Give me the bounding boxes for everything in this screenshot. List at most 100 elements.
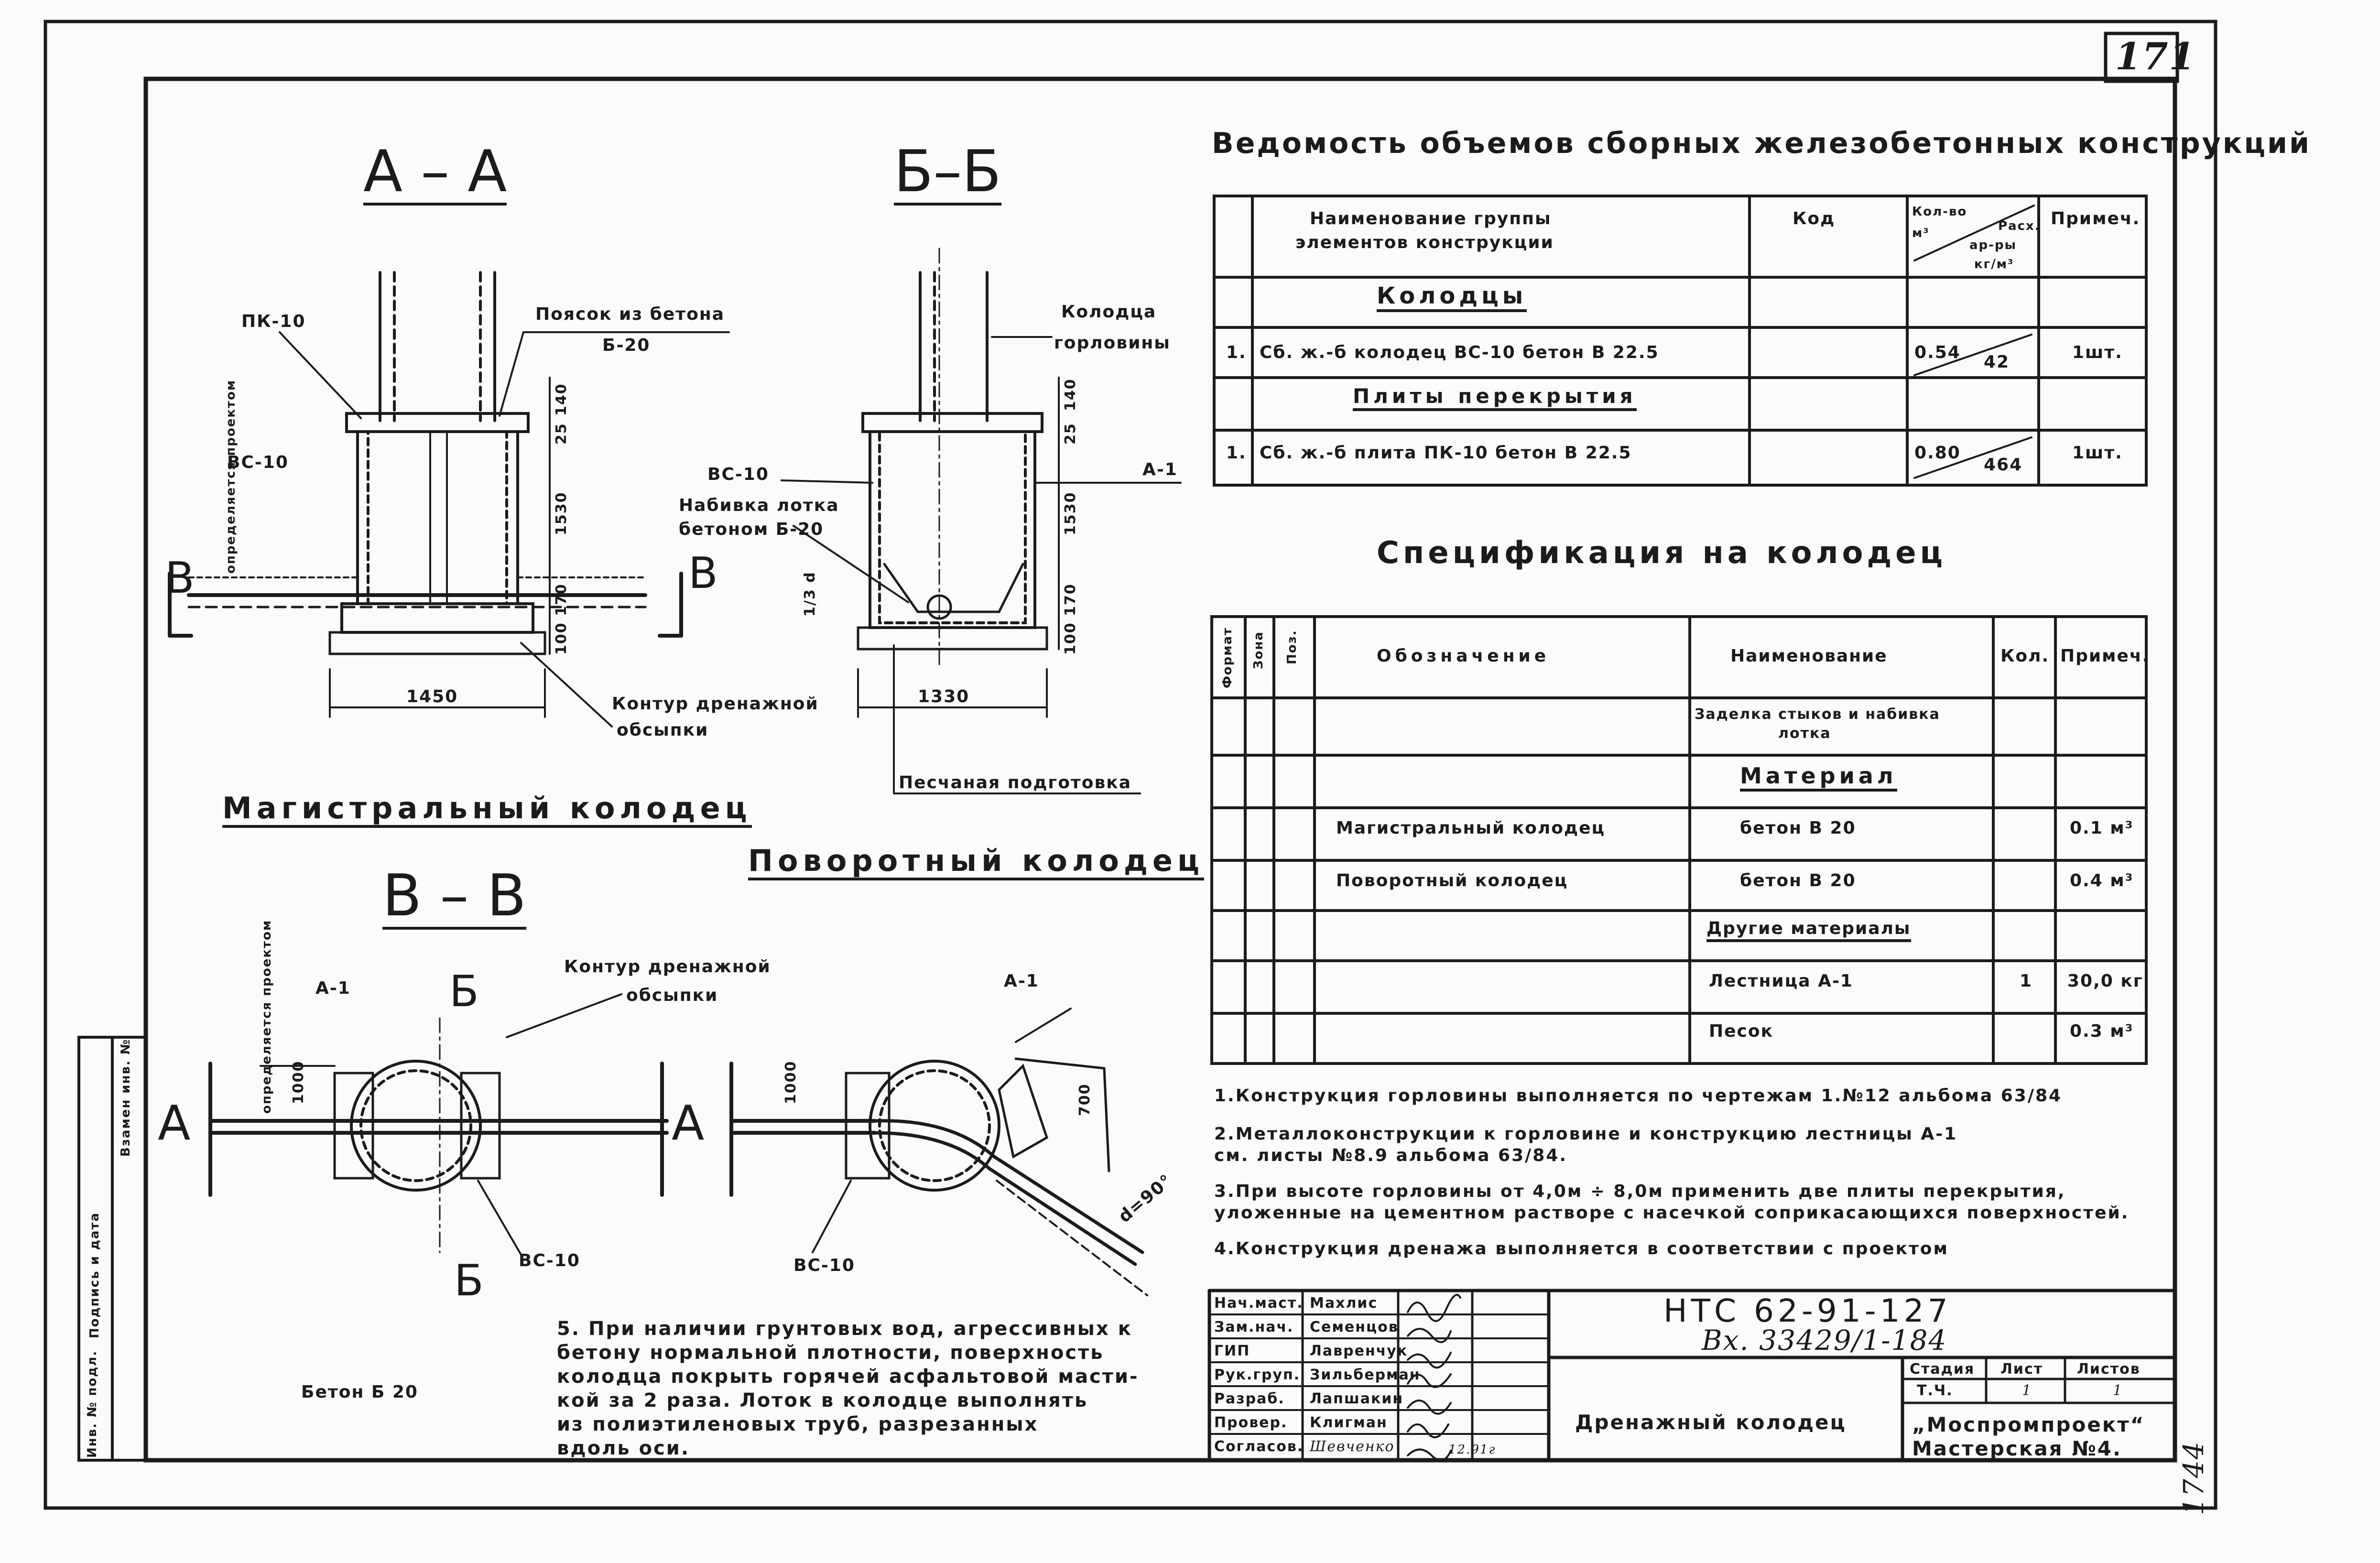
vol-row-1-note: 1шт.: [2072, 343, 2123, 362]
tb-inventory-code: Вх. 33429/1-184: [1702, 1324, 1947, 1357]
label-vs10-aa: ВС-10: [227, 453, 289, 472]
tb-name-5: Лапшакин: [1310, 1390, 1404, 1407]
label-project-defined-vv: определяется проектом: [260, 919, 274, 1114]
inner-frame: [143, 76, 2177, 1463]
dim-1530-bb: 1530: [1062, 491, 1079, 536]
tb-name-4: Зильберман: [1310, 1367, 1421, 1383]
tb-role-5: Разраб.: [1214, 1390, 1285, 1407]
section-arrow-v-left: В: [165, 553, 195, 603]
label-tray-fill: Набивка лотка: [679, 496, 839, 515]
label-drain-contour-vv-2: обсыпки: [626, 986, 718, 1005]
note-5-line-4: кой за 2 раза. Лоток в колодце выполнять: [557, 1389, 1088, 1411]
spec-col-note: Примеч.: [2060, 646, 2150, 666]
section-vv-drawing: [208, 993, 669, 1256]
label-vs10-turn: ВС-10: [793, 1256, 855, 1275]
tb-workshop: Мастерская №4.: [1912, 1437, 2122, 1460]
spec-r3-note: 0.1 м³: [2070, 818, 2134, 838]
dim-25-aa: 25: [553, 423, 570, 445]
tb-stage-label: Стадия: [1910, 1361, 1975, 1378]
tb-drawing-name: Дренажный колодец: [1575, 1411, 1847, 1434]
label-project-defined-aa: определяется проектом: [224, 379, 238, 574]
spec-r6-note: 30,0 кг: [2067, 971, 2143, 991]
section-title-bb: Б–Б: [894, 139, 1001, 206]
tb-sign-date: 12.91г: [1448, 1443, 1496, 1457]
tb-role-1: Нач.маст.: [1214, 1295, 1304, 1312]
dim-100-170-aa: 100 170: [553, 583, 570, 655]
tb-sheet-label: Лист: [2000, 1361, 2043, 1378]
vol-header-note: Примеч.: [2051, 209, 2141, 228]
note-2-line-2: см. листы №8.9 альбома 63/84.: [1214, 1146, 1568, 1165]
spec-col-name: Наименование: [1730, 646, 1888, 666]
vol-header-qty-1: Кол-во: [1912, 205, 1967, 219]
turn-well-plan-drawing: [729, 1008, 1148, 1296]
section-arrow-a-right: А: [672, 1095, 705, 1151]
spec-r4-note: 0.4 м³: [2070, 871, 2134, 890]
label-neck-well: Колодца: [1061, 302, 1157, 322]
section-title-aa: А – А: [363, 139, 507, 206]
dim-1000-turn: 1000: [782, 1060, 799, 1105]
tb-role-6: Провер.: [1214, 1414, 1288, 1431]
archive-number: 1744: [2177, 1441, 2210, 1515]
tb-sheets-label: Листов: [2077, 1361, 2141, 1378]
dim-140-bb: 140: [1062, 378, 1079, 411]
turn-well-title: Поворотный колодец: [748, 846, 1204, 880]
spec-col-format: Формат: [1220, 627, 1235, 688]
vol-row-2-note: 1шт.: [2072, 443, 2123, 463]
label-sand-bed: Песчаная подготовка: [899, 773, 1132, 792]
label-a1-bb: А-1: [1142, 460, 1178, 479]
note-4: 4.Конструкция дренажа выполняется в соот…: [1214, 1239, 1949, 1259]
vol-row-2-name: Сб. ж.-б плита ПК-10 бетон В 22.5: [1260, 443, 1632, 463]
side-inv-label: Инв. № подл.: [85, 1350, 99, 1458]
spec-col-zone: Зона: [1251, 631, 1266, 669]
spec-r5-name: Другие материалы: [1706, 920, 1911, 942]
vol-row-1-name: Сб. ж.-б колодец ВС-10 бетон В 22.5: [1260, 343, 1659, 362]
title-block-grid: [1207, 1289, 2177, 1462]
vol-header-qty-3: Расх.: [1998, 219, 2041, 233]
section-bb-drawing: [781, 248, 1182, 794]
note-1: 1.Конструкция горловины выполняется по ч…: [1214, 1086, 2063, 1106]
note-3-line-1: 3.При высоте горловины от 4,0м ÷ 8,0м пр…: [1214, 1182, 2066, 1201]
label-drain-contour: Контур дренажной: [612, 694, 819, 714]
dim-third-d: 1/3 d: [802, 571, 818, 617]
tb-role-3: ГИП: [1214, 1343, 1250, 1359]
tb-sheet-value: 1: [2022, 1382, 2032, 1399]
vol-header-qty-4: ар-ры: [1969, 238, 2017, 252]
spec-table-title: Спецификация на колодец: [1377, 535, 1946, 571]
tb-organization: „Моспромпроект“: [1912, 1413, 2145, 1436]
vol-header-qty-5: кг/м³: [1974, 257, 2014, 271]
label-vs10-vv: ВС-10: [519, 1251, 580, 1270]
tb-stage-value: Т.Ч.: [1917, 1382, 1953, 1399]
dim-1330: 1330: [918, 687, 970, 706]
section-arrow-b-top: Б: [449, 966, 479, 1017]
spec-r2-name: Материал: [1740, 765, 1897, 792]
spec-r7-note: 0.3 м³: [2070, 1021, 2134, 1041]
spec-col-pos: Поз.: [1285, 630, 1299, 664]
vol-header-code: Код: [1793, 209, 1836, 228]
vol-group-wells: Колодцы: [1377, 284, 1527, 312]
dim-140-aa: 140: [553, 383, 570, 416]
tb-document-code: НТС 62-91-127: [1663, 1292, 1952, 1329]
label-drain-contour-2: обсыпки: [617, 720, 709, 740]
vol-header-name-2: элементов конструкции: [1295, 233, 1554, 252]
section-arrow-b-bottom: Б: [454, 1256, 484, 1306]
label-a1-vv: А-1: [315, 978, 351, 998]
section-arrow-v-right: В: [688, 548, 718, 598]
vol-row-1-volume: 0.54: [1914, 343, 1961, 362]
spec-r6-name: Лестница А-1: [1709, 971, 1853, 991]
note-5-line-6: вдоль оси.: [557, 1437, 690, 1459]
note-3-line-2: уложенные на цементном растворе с насечк…: [1214, 1203, 2130, 1223]
label-neck-well-2: горловины: [1054, 333, 1171, 353]
vol-row-2-rate: 464: [1984, 455, 2023, 475]
tb-sheets-value: 1: [2113, 1382, 2123, 1399]
note-5-line-2: бетону нормальной плотности, поверхность: [557, 1342, 1104, 1364]
left-side-strip: [77, 1036, 147, 1462]
spec-r7-name: Песок: [1709, 1021, 1774, 1041]
vol-row-1-no: 1.: [1226, 343, 1247, 362]
dim-100-170-bb: 100 170: [1062, 583, 1079, 655]
spec-r1-name-2: лотка: [1778, 725, 1831, 742]
side-sign-label: Подпись и дата: [87, 1212, 102, 1338]
vol-header-name-1: Наименование группы: [1310, 209, 1552, 228]
signature-marks: [1407, 1294, 1461, 1462]
vol-header-qty-2: м³: [1912, 226, 1930, 240]
